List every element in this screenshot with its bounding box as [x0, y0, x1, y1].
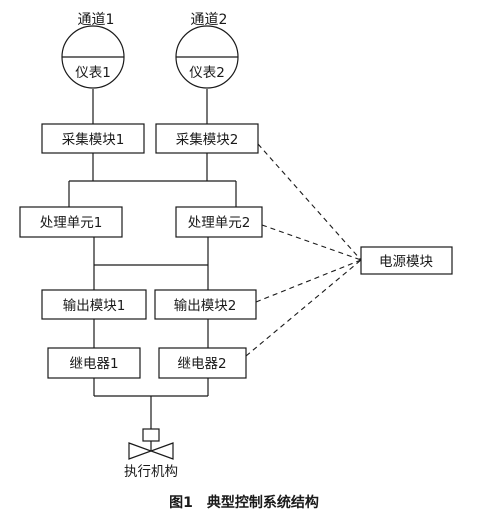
figure-caption: 图1 典型控制系统结构: [169, 494, 319, 511]
instrument-gauge-2: 仪表2: [175, 25, 239, 89]
acquisition-module-1: 采集模块1: [41, 123, 145, 154]
actuator-valve-icon: [128, 428, 174, 460]
output-module-1: 输出模块1: [41, 289, 147, 320]
relay-label-1: 继电器1: [69, 356, 118, 372]
processing-unit-1: 处理单元1: [19, 206, 123, 238]
processing-unit-label-1: 处理单元1: [40, 215, 103, 231]
channel-label-2: 通道2: [191, 12, 228, 28]
power-lines: [245, 143, 362, 357]
relay-label-2: 继电器2: [177, 356, 226, 372]
power-line-proc2: [261, 224, 362, 261]
connection-lines: [68, 89, 237, 429]
output-module-2: 输出模块2: [154, 289, 257, 320]
actuator-head: [142, 428, 160, 442]
processing-unit-label-2: 处理单元2: [188, 215, 251, 231]
acquisition-module-label-1: 采集模块1: [62, 132, 125, 148]
valve-left-triangle: [128, 442, 153, 460]
acquisition-module-2: 采集模块2: [155, 123, 259, 154]
acquisition-module-label-2: 采集模块2: [176, 132, 239, 148]
instrument-label-1: 仪表1: [75, 65, 111, 81]
power-module-label: 电源模块: [379, 254, 433, 270]
instrument-gauge-1: 仪表1: [61, 25, 125, 89]
output-module-label-1: 输出模块1: [63, 298, 126, 314]
valve-right-triangle: [149, 442, 174, 460]
power-line-relay2: [245, 259, 362, 357]
actuator-label: 执行机构: [124, 464, 178, 480]
power-line-out2: [255, 259, 362, 303]
power-module: 电源模块: [360, 246, 453, 275]
output-module-label-2: 输出模块2: [174, 298, 237, 314]
power-line-acq2: [257, 143, 362, 261]
channel-label-1: 通道1: [78, 12, 115, 28]
processing-unit-2: 处理单元2: [175, 206, 263, 238]
instrument-label-2: 仪表2: [189, 65, 225, 81]
relay-2: 继电器2: [158, 347, 247, 379]
relay-1: 继电器1: [47, 347, 141, 379]
